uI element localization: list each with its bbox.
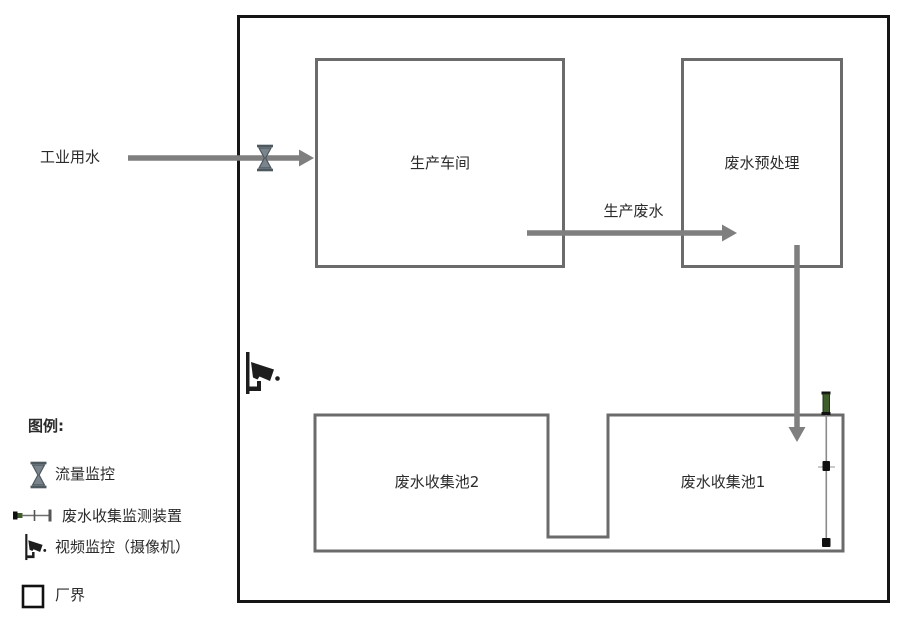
legend-title: 图例: xyxy=(28,417,64,435)
node-pretreatment: 废水预处理 xyxy=(681,58,843,268)
production-wastewater-label: 生产废水 xyxy=(603,202,664,220)
factory-boundary xyxy=(237,15,890,603)
legend-item-boundary: 厂界 xyxy=(55,586,86,604)
legend-item-flow-monitor: 流量监控 xyxy=(55,465,116,483)
pretreatment-label: 废水预处理 xyxy=(724,153,800,172)
legend-boundary-square-icon xyxy=(21,584,45,609)
industrial-water-label: 工业用水 xyxy=(40,148,101,166)
node-workshop: 生产车间 xyxy=(315,58,565,268)
legend-item-video-monitor: 视频监控（摄像机） xyxy=(55,538,191,556)
legend-cctv-camera-icon xyxy=(25,534,47,561)
pool1-label: 废水收集池1 xyxy=(680,473,766,491)
workshop-label: 生产车间 xyxy=(409,153,470,172)
pool2-label: 废水收集池2 xyxy=(394,473,480,491)
legend-hourglass-icon xyxy=(29,461,48,489)
legend-item-collection-monitor: 废水收集监测装置 xyxy=(62,507,183,525)
legend-probe-device-icon xyxy=(13,509,52,522)
